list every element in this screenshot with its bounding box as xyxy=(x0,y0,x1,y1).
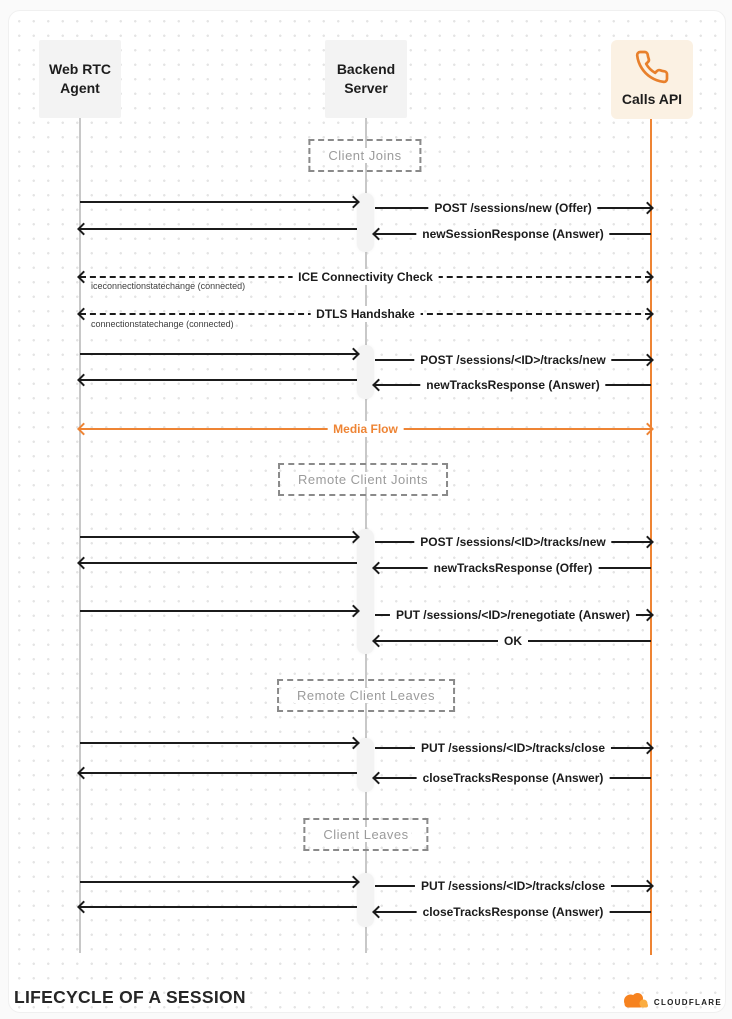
message-label: OK xyxy=(498,633,528,649)
actor-label: Backend xyxy=(336,61,396,77)
message-label: POST /sessions/new (Offer) xyxy=(428,200,598,216)
diagram-canvas xyxy=(8,10,726,1013)
phase-remote-client-leaves: Remote Client Leaves xyxy=(277,679,455,712)
phase-label: Client Joins xyxy=(325,148,405,163)
cloudflare-logo: CLOUDFLARE xyxy=(620,991,722,1014)
phase-label: Client Leaves xyxy=(320,827,412,842)
activation-bar xyxy=(357,529,374,654)
activation-bar xyxy=(357,873,374,927)
arrowhead-left-icon xyxy=(372,634,385,648)
message-label: PUT /sessions/<ID>/tracks/close xyxy=(414,740,612,756)
arrowhead-left-icon xyxy=(372,771,385,785)
message-label: newTracksResponse (Offer) xyxy=(427,560,599,576)
arrowhead-left-icon xyxy=(372,561,385,575)
actor-calls-api: Calls API xyxy=(611,40,693,119)
message-label: POST /sessions/<ID>/tracks/new xyxy=(414,534,612,550)
message-label: POST /sessions/<ID>/tracks/new xyxy=(414,352,612,368)
message-label: closeTracksResponse (Answer) xyxy=(416,904,610,920)
phase-client-leaves: Client Leaves xyxy=(303,818,429,851)
actor-label: Calls API xyxy=(621,91,683,107)
message-label: closeTracksResponse (Answer) xyxy=(416,770,610,786)
phase-label: Remote Client Leaves xyxy=(294,688,438,703)
message-label: PUT /sessions/<ID>/tracks/close xyxy=(414,878,612,894)
message-label: Media Flow xyxy=(327,421,404,437)
arrowhead-left-icon xyxy=(372,227,385,241)
actor-label: Agent xyxy=(60,80,100,96)
message-label: newSessionResponse (Answer) xyxy=(416,226,610,242)
message-label: PUT /sessions/<ID>/renegotiate (Answer) xyxy=(389,607,637,623)
arrowhead-left-icon xyxy=(372,378,385,392)
lifeline-calls-api xyxy=(650,119,652,955)
phase-remote-client-joins: Remote Client Joints xyxy=(278,463,448,496)
arrow-line xyxy=(80,379,357,381)
actor-backend-server: Backend Server xyxy=(325,40,407,118)
dtls-event-note: connectionstatechange (connected) xyxy=(91,319,234,329)
ice-event-note: iceconnectionstatechange (connected) xyxy=(91,281,246,291)
phase-client-joins: Client Joins xyxy=(308,139,422,172)
actor-label: Web RTC xyxy=(49,61,111,77)
arrowhead-left-icon xyxy=(372,905,385,919)
phase-label: Remote Client Joints xyxy=(295,472,431,487)
cloudflare-wordmark: CLOUDFLARE xyxy=(653,998,722,1007)
arrow-line xyxy=(80,536,357,538)
arrow-line xyxy=(80,562,357,564)
activation-bar xyxy=(357,345,374,399)
actor-web-rtc-agent: Web RTC Agent xyxy=(39,40,121,118)
message-label: DTLS Handshake xyxy=(310,306,421,322)
cloudflare-cloud-icon xyxy=(620,991,650,1014)
message-label: newTracksResponse (Answer) xyxy=(420,377,606,393)
arrow-line xyxy=(80,228,357,230)
arrow-line xyxy=(80,906,357,908)
phone-icon xyxy=(634,49,670,90)
arrow-line xyxy=(80,881,357,883)
arrow-line xyxy=(80,772,357,774)
page-title: LIFECYCLE OF A SESSION xyxy=(14,987,246,1007)
actor-label: Server xyxy=(344,80,388,96)
lifeline-web-rtc-agent xyxy=(79,118,81,953)
message-label: ICE Connectivity Check xyxy=(292,269,439,285)
arrow-line xyxy=(80,610,357,612)
activation-bar xyxy=(357,738,374,792)
arrow-line xyxy=(80,742,357,744)
arrow-line xyxy=(80,201,357,203)
arrow-line xyxy=(80,353,357,355)
activation-bar xyxy=(357,193,374,252)
